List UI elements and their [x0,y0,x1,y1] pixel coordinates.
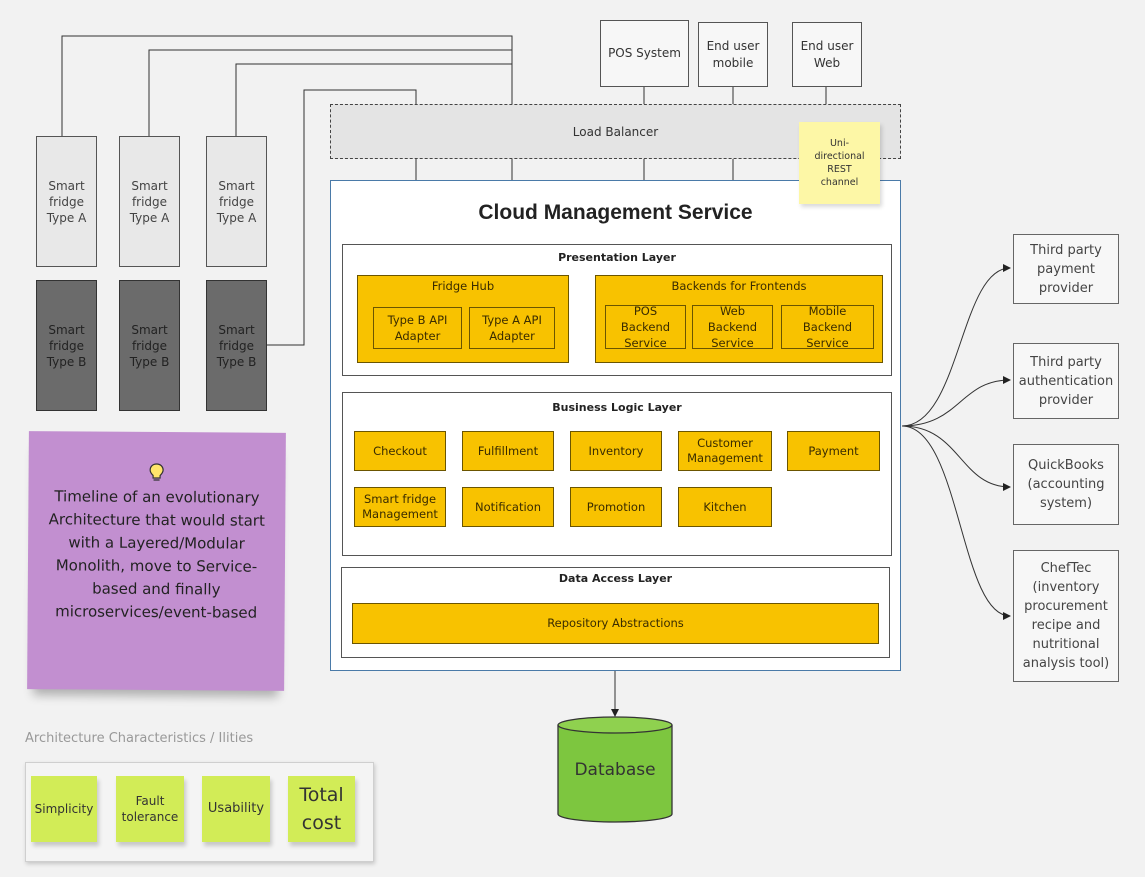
third-party-payment-provider[interactable]: Third party payment provider [1013,234,1119,304]
component-label: Inventory [588,443,644,458]
business-logic-layer: Business Logic Layer [342,392,892,556]
component-label: Mobile Backend Service [802,304,853,350]
pos-backend-service[interactable]: POS Backend Service [605,304,686,350]
type-b-api-adapter[interactable]: Type B API Adapter [373,307,462,349]
ility-label: Simplicity [34,802,94,816]
ility-label: Fault tolerance [121,794,179,824]
component-label: Kitchen [703,499,747,514]
component-label: Payment [808,443,859,458]
ility-fault-tolerance[interactable]: Fault tolerance [116,776,184,842]
fridge-label: Smart fridge Type B [129,322,170,369]
cms-title: Cloud Management Service [478,201,753,224]
customer-management-component[interactable]: Customer Management [678,431,772,471]
notification-component[interactable]: Notification [462,487,554,527]
smart-fridge-management-component[interactable]: Smart fridge Management [354,487,446,527]
database-label: Database [574,760,656,780]
kitchen-component[interactable]: Kitchen [678,487,772,527]
smart-fridge-type-b-2[interactable]: Smart fridge Type B [119,280,180,411]
external-label: Third party payment provider [1030,242,1102,296]
external-label: ChefTec (inventory procurement recipe an… [1022,561,1110,671]
ility-label: Usability [207,801,265,816]
smart-fridge-type-a-2[interactable]: Smart fridge Type A [119,136,180,267]
payment-component[interactable]: Payment [787,431,880,471]
component-label: Type A API Adapter [482,313,542,343]
fridge-hub-label: Fridge Hub [431,279,495,293]
rest-note-text: Uni-directional REST channel [814,138,865,188]
component-label: Fulfillment [477,443,539,458]
inventory-component[interactable]: Inventory [570,431,662,471]
smart-fridge-type-b-1[interactable]: Smart fridge Type B [36,280,97,411]
component-label: Promotion [586,499,646,514]
fridge-label: Smart fridge Type A [46,178,87,225]
smart-fridge-type-a-1[interactable]: Smart fridge Type A [36,136,97,267]
fridge-label: Smart fridge Type B [46,322,87,369]
web-backend-service[interactable]: Web Backend Service [692,304,773,350]
promotion-component[interactable]: Promotion [570,487,662,527]
mobile-backend-service[interactable]: Mobile Backend Service [781,304,874,350]
end-user-mobile-box[interactable]: End user mobile [698,22,768,87]
fridge-label: Smart fridge Type A [216,178,257,225]
timeline-note-text: Timeline of an evolutionary Architecture… [48,487,265,622]
ility-label: Total cost [299,784,344,834]
end-user-web-box[interactable]: End user Web [792,22,862,87]
layer-title: Presentation Layer [558,251,676,264]
fulfillment-component[interactable]: Fulfillment [462,431,554,471]
external-label: QuickBooks (accounting system) [1027,458,1105,511]
ility-total-cost[interactable]: Total cost [288,776,355,842]
timeline-note: Timeline of an evolutionary Architecture… [27,431,286,691]
cheftec-tool[interactable]: ChefTec (inventory procurement recipe an… [1013,550,1119,682]
component-label: Checkout [373,443,427,458]
bff-label: Backends for Frontends [671,279,807,293]
fridge-label: Smart fridge Type A [129,178,170,225]
component-label: Type B API Adapter [387,313,448,343]
rest-channel-note: Uni-directional REST channel [799,122,880,204]
ility-simplicity[interactable]: Simplicity [31,776,97,842]
smart-fridge-type-b-3[interactable]: Smart fridge Type B [206,280,267,411]
type-a-api-adapter[interactable]: Type A API Adapter [469,307,555,349]
client-label: End user mobile [706,38,760,70]
component-label: Smart fridge Management [362,492,438,521]
client-label: End user Web [800,38,854,70]
smart-fridge-type-a-3[interactable]: Smart fridge Type A [206,136,267,267]
load-balancer-label: Load Balancer [572,124,659,139]
lightbulb-icon [149,463,164,481]
component-label: POS Backend Service [620,304,671,350]
database-icon[interactable] [557,716,673,824]
checkout-component[interactable]: Checkout [354,431,446,471]
ility-usability[interactable]: Usability [202,776,270,842]
layer-title: Business Logic Layer [552,401,682,414]
component-label: Web Backend Service [707,304,758,350]
external-label: Third party authentication provider [1018,354,1114,408]
fridge-label: Smart fridge Type B [216,322,257,369]
client-label: POS System [608,46,681,60]
pos-system-box[interactable]: POS System [600,20,689,87]
quickbooks-accounting-system[interactable]: QuickBooks (accounting system) [1013,444,1119,525]
component-label: Customer Management [687,436,763,465]
layer-title: Data Access Layer [558,572,673,585]
third-party-authentication-provider[interactable]: Third party authentication provider [1013,343,1119,419]
component-label: Notification [475,499,541,514]
repository-abstractions[interactable]: Repository Abstractions [352,603,879,644]
ilities-title: Architecture Characteristics / Ilities [25,731,254,746]
component-label: Repository Abstractions [547,616,684,630]
